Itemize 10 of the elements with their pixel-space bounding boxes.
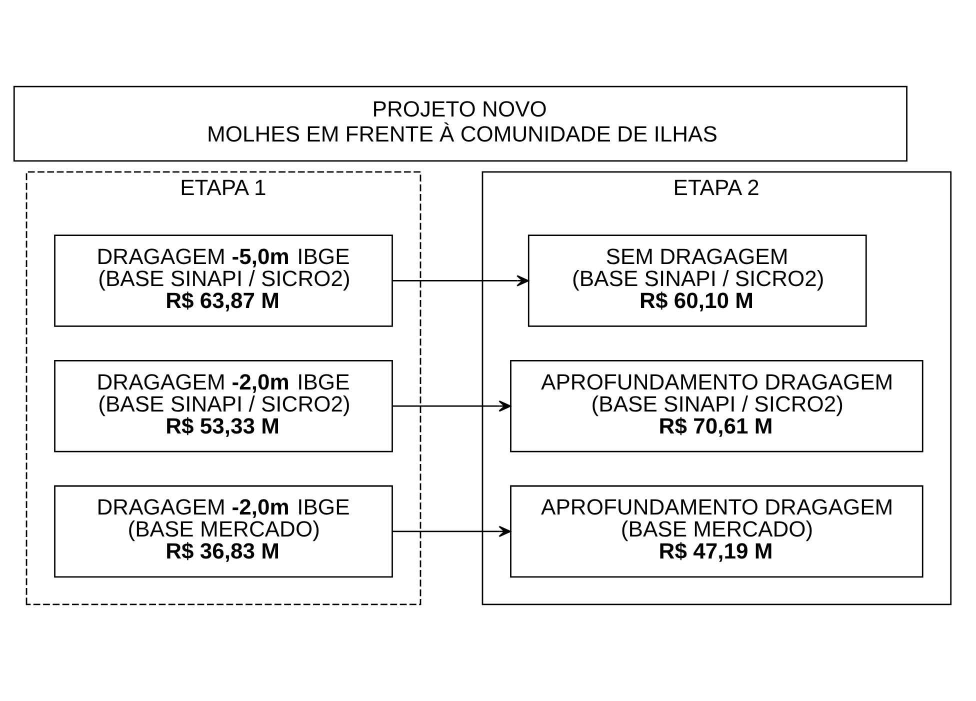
node-box: APROFUNDAMENTO DRAGAGEM (BASE MERCADO) R$ 47,19 M (510, 484, 924, 578)
arrow (392, 274, 529, 286)
node-box: DRAGAGEM -2,0m IBGE (BASE SINAPI / SICRO2) R$ 53,33 M (54, 359, 393, 452)
node-box: DRAGAGEM -2,0m IBGE (BASE MERCADO) R$ 36,83 M (54, 484, 393, 578)
arrow (392, 525, 511, 537)
arrow (392, 400, 511, 412)
node-box: PROJETO NOVO MOLHES EM FRENTE À COMUNIDADE DE ILHAS (13, 85, 908, 162)
node-box: DRAGAGEM -5,0m IBGE (BASE SINAPI / SICRO2) R$ 63,87 M (54, 234, 393, 326)
node-box: APROFUNDAMENTO DRAGAGEM (BASE SINAPI / SICRO2) R$ 70,61 M (510, 359, 924, 452)
node-box: SEM DRAGAGEM (BASE SINAPI / SICRO2) R$ 60,10 M (528, 234, 867, 326)
